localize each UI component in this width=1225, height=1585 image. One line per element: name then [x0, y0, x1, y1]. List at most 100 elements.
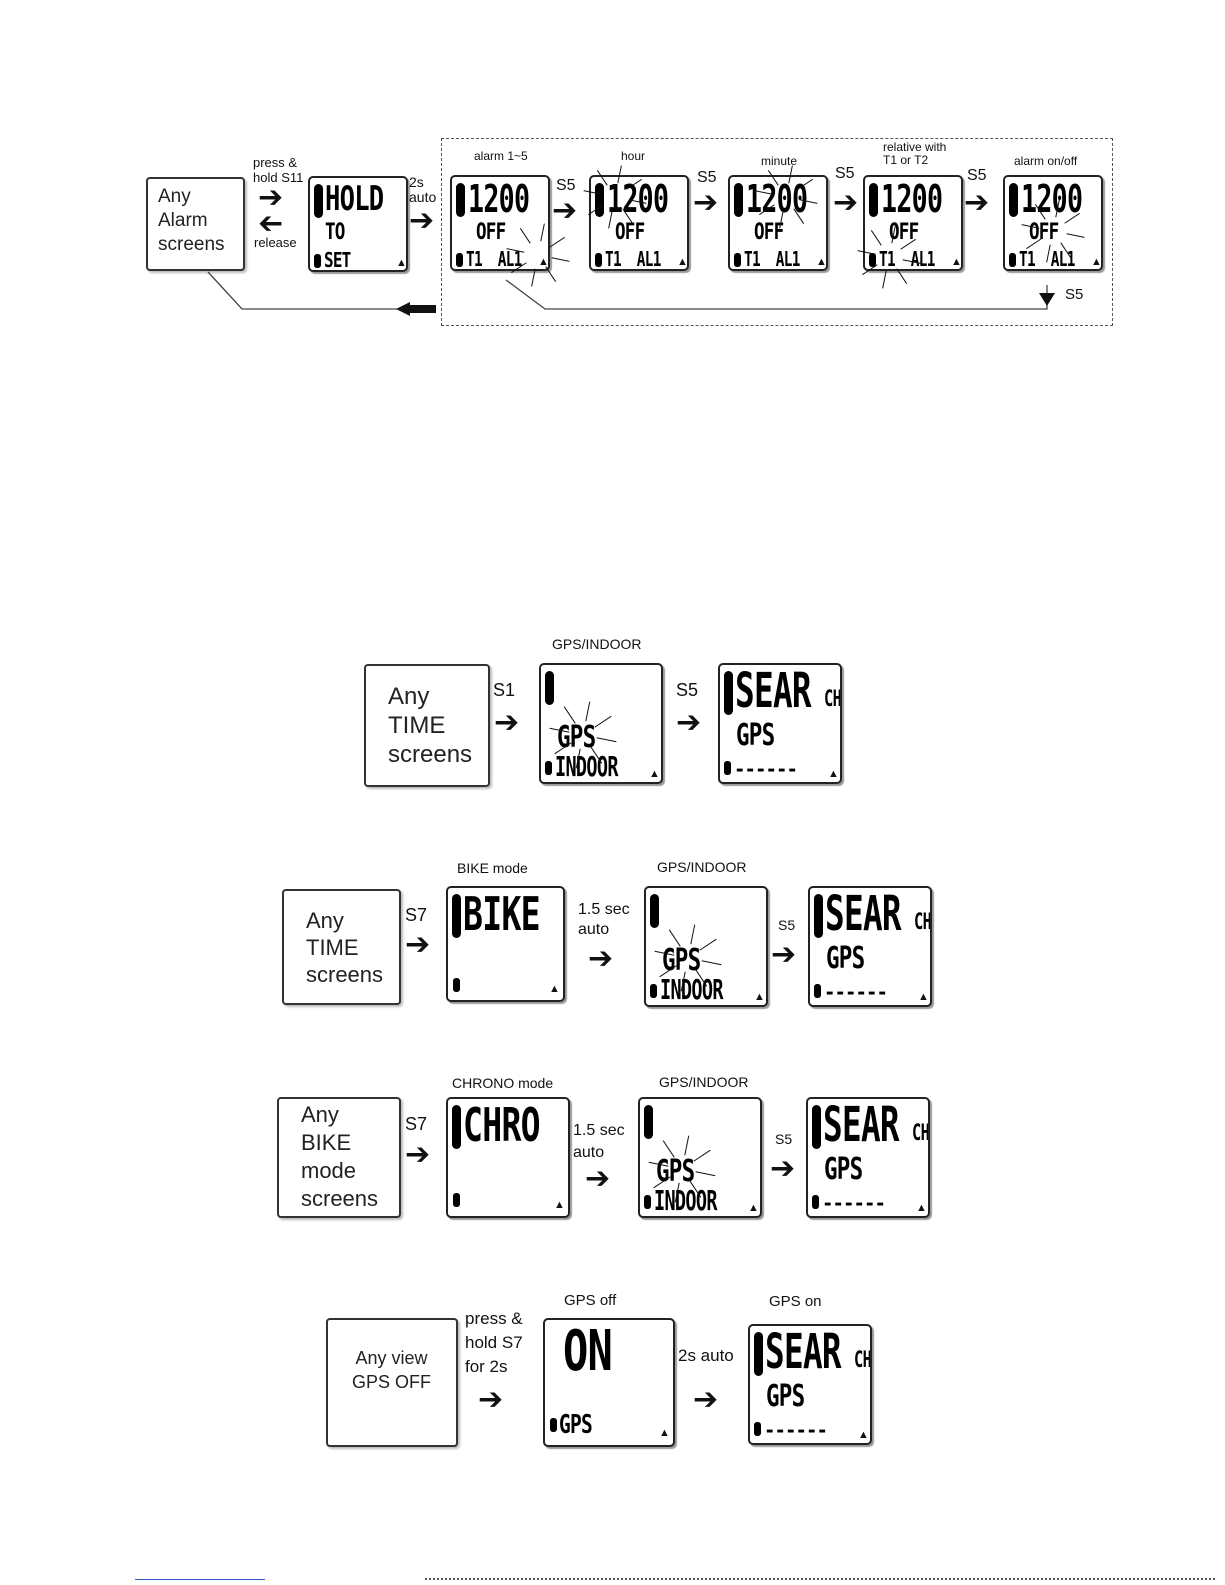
alarm-time-text: 1200 [468, 177, 530, 221]
bike-text: BIKE [463, 887, 541, 941]
arrow-right-icon: ➔ [770, 1152, 796, 1185]
auto-label: 2s auto [409, 174, 437, 205]
hold-to-set-screen: HOLD TO SET ▲ [308, 176, 408, 272]
bell-icon: ▲ [748, 1202, 759, 1214]
alarm-bottom-text: T1 AL1 [879, 247, 935, 271]
return-s5-label: S5 [1065, 286, 1084, 303]
alarm-lcd-frame: 1200 OFF T1 AL1 ▲ [728, 175, 828, 271]
segment-bar [869, 183, 878, 217]
segment-bar [595, 183, 604, 217]
bike-mode-label: BIKE mode [457, 860, 528, 876]
screen-label-onoff: alarm on/off [1014, 154, 1078, 168]
segment-bar [456, 183, 465, 217]
segment-bar [452, 1105, 461, 1149]
bike-mode-screen: BIKE ▲ [446, 886, 565, 1002]
chrono-mode-label: CHRONO mode [452, 1075, 554, 1091]
gps-indoor-label: GPS/INDOOR [552, 636, 642, 652]
s7-button-label: S7 [405, 905, 428, 925]
segment-bar [452, 894, 461, 938]
release-label: release [254, 235, 297, 250]
alarm-lcd-frame: 1200 OFF T1 AL1 ▲ [450, 175, 550, 271]
segment-bar [814, 894, 823, 938]
battery-icon [724, 761, 731, 775]
gps-option-text: GPS [662, 943, 701, 978]
progress-dashes: ------ [824, 980, 888, 1004]
gps-text: GPS [824, 1152, 863, 1187]
auto-label: 2s auto [678, 1346, 734, 1365]
bell-icon: ▲ [754, 991, 765, 1003]
gps-lcd-frame: GPS INDOOR ▲ [539, 663, 663, 784]
screen-label-relative: relative with T1 or T2 [883, 140, 947, 167]
bell-icon: ▲ [858, 1429, 869, 1441]
alarm-lcd-frame: 1200 OFF T1 AL1 ▲ [1003, 175, 1103, 271]
box-text: Any TIME screens [306, 908, 384, 987]
arrow-right-icon: ➔ [833, 186, 859, 219]
battery-icon [754, 1422, 761, 1436]
gps-text: GPS [766, 1379, 805, 1414]
box-text: Any TIME screens [388, 683, 473, 768]
s5-button-label: S5 [778, 917, 796, 933]
arrow-right-icon: ➔ [585, 1162, 611, 1195]
bell-icon: ▲ [659, 1427, 670, 1439]
alarm-edit-group-frame [441, 138, 1113, 326]
segment-bar [650, 894, 659, 928]
indoor-option-text: INDOOR [555, 750, 618, 783]
battery-icon [812, 1195, 819, 1209]
search-text: SEAR [825, 886, 902, 942]
alarm-lcd-frame: 1200 OFF T1 AL1 ▲ [863, 175, 963, 271]
bell-icon: ▲ [549, 983, 560, 995]
auto-label: 1.5 sec auto [578, 901, 630, 938]
footer-dashed-rule [425, 1578, 1215, 1581]
progress-dashes: ------ [822, 1191, 886, 1215]
alarm-bottom-text: T1 AL1 [744, 247, 800, 271]
battery-icon [1009, 253, 1016, 267]
arrow-right-icon: ➔ [771, 938, 797, 971]
search-suffix-text: CH [914, 910, 932, 935]
bell-icon: ▲ [396, 257, 407, 269]
alarm-state-text: OFF [889, 220, 919, 245]
chro-text: CHRO [463, 1098, 541, 1152]
footer-underline [135, 1579, 265, 1580]
battery-icon [650, 984, 657, 998]
search-lcd-frame: SEAR CH GPS ------ ▲ [806, 1097, 930, 1218]
bell-icon: ▲ [916, 1202, 927, 1214]
s5-button-label: S5 [676, 680, 699, 700]
to-text: TO [325, 220, 345, 245]
alarm-state-text: OFF [754, 220, 784, 245]
on-text: ON [563, 1319, 613, 1384]
battery-icon [644, 1195, 651, 1209]
battery-icon [453, 1193, 460, 1207]
bell-icon: ▲ [816, 256, 827, 268]
battery-icon [453, 978, 460, 992]
gps-on-label: GPS on [769, 1293, 822, 1310]
gps-indoor-label: GPS/INDOOR [659, 1074, 749, 1090]
search-lcd-frame: SEAR CH GPS ------ ▲ [748, 1324, 872, 1445]
press-hold-label: press & hold S11 [253, 155, 304, 185]
segment-bar [724, 671, 733, 715]
arrow-right-icon: ➔ [258, 181, 284, 214]
gps-option-text: GPS [557, 720, 596, 755]
gps-off-label: GPS off [564, 1292, 617, 1309]
gps-text: GPS [826, 941, 865, 976]
s5-button-label: S5 [967, 167, 987, 184]
alarm-time-text: 1200 [1021, 177, 1083, 221]
s5-button-label: S5 [556, 177, 576, 194]
battery-icon [550, 1418, 557, 1432]
indoor-option-text: INDOOR [660, 973, 723, 1006]
arrow-right-icon: ➔ [552, 194, 578, 227]
battery-icon [869, 253, 876, 267]
box-text: Any Alarm screens [158, 186, 225, 255]
gps-text: GPS [736, 718, 775, 753]
return-loop-lines [207, 271, 1055, 316]
box-text: Any view GPS OFF [352, 1348, 432, 1392]
arrow-right-icon: ➔ [676, 706, 702, 739]
search-suffix-text: CH [854, 1348, 872, 1373]
bell-icon: ▲ [951, 256, 962, 268]
gps-text: GPS [559, 1410, 593, 1440]
search-lcd-frame: SEAR CH GPS ------ ▲ [718, 663, 842, 784]
any-time-screens-box: Any TIME screens [282, 889, 401, 1005]
search-lcd-frame: SEAR CH GPS ------ ▲ [808, 886, 932, 1007]
segment-bar [545, 671, 554, 705]
bell-icon: ▲ [918, 991, 929, 1003]
gps-off-screen: ON GPS ▲ [543, 1318, 675, 1447]
